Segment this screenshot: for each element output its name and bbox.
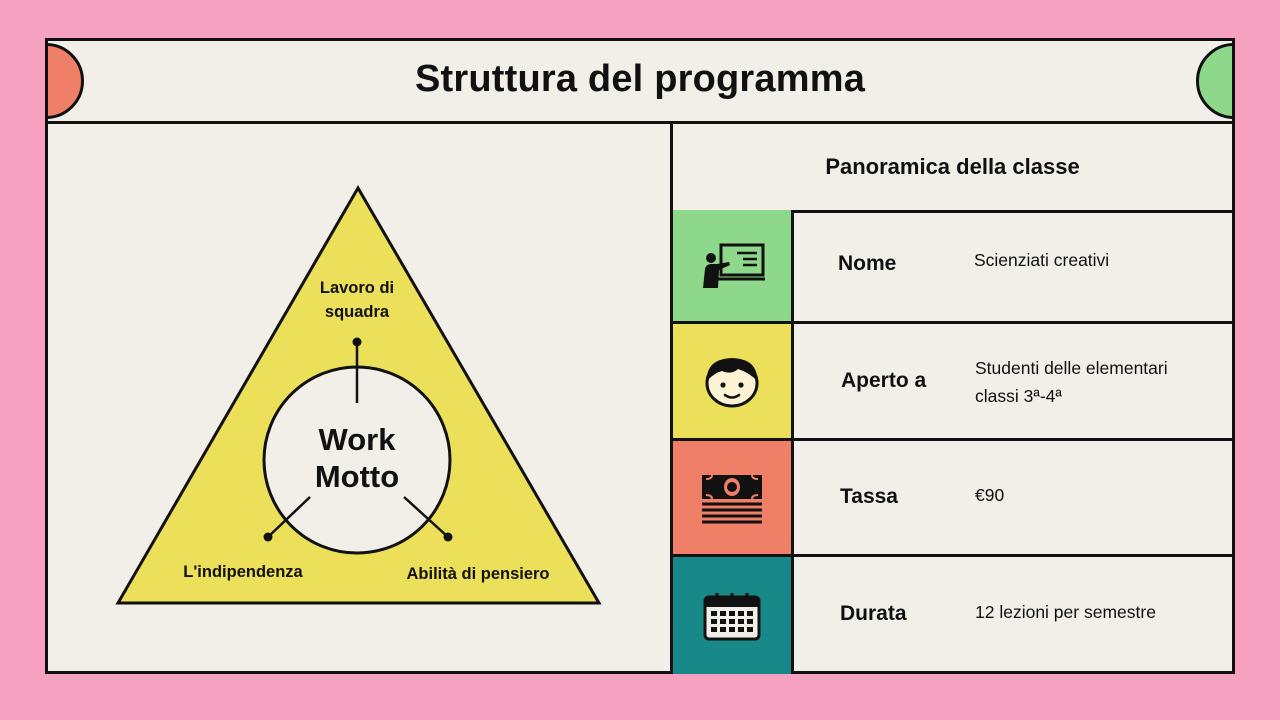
child-face-icon (705, 358, 759, 408)
name-value: Scienziati creativi (974, 250, 1110, 270)
open-to-label: Aperto a (841, 369, 927, 392)
icon-cell-yellow (673, 324, 794, 438)
overview-row-duration: Durata 12 lezioni per semestre (673, 557, 1232, 674)
overview-heading-text: Panoramica della classe (825, 154, 1080, 179)
right-connector-line (403, 496, 449, 538)
duration-value: 12 lezioni per semestre (975, 602, 1156, 622)
teamwork-label-line-2: squadra (325, 303, 390, 321)
overview-heading: Panoramica della classe (673, 124, 1232, 213)
motto-triangle-diagram: Work Motto Lavoro di squadra L'indipende… (115, 185, 602, 605)
duration-label: Durata (840, 602, 907, 625)
motto-line-1: Work (319, 422, 397, 457)
fee-value: €90 (975, 485, 1005, 505)
name-label: Nome (838, 252, 897, 275)
page-title: Struttura del programma (414, 58, 866, 100)
motto-diagram-panel: Work Motto Lavoro di squadra L'indipende… (48, 124, 673, 671)
overview-row-fee: Tassa €90 (673, 441, 1232, 557)
motto-line-2: Motto (315, 459, 399, 494)
teacher-board-icon (703, 243, 765, 288)
money-bills-icon (702, 474, 762, 523)
calendar-icon (703, 592, 761, 640)
overview-row-open-to: Aperto a Studenti delle elementari class… (673, 324, 1232, 441)
top-connector-dot (352, 337, 362, 347)
left-connector-dot (263, 532, 273, 542)
icon-cell-green (673, 210, 794, 321)
teamwork-label-line-1: Lavoro di (320, 279, 394, 297)
header-bar: Struttura del programma (48, 41, 1232, 124)
fee-label: Tassa (840, 485, 898, 508)
icon-cell-red (673, 441, 794, 554)
overview-row-name: Nome Scienziati creativi (673, 210, 1232, 324)
slide: Struttura del programma Work Motto Lavor… (45, 38, 1235, 674)
left-connector-line (267, 496, 311, 538)
icon-cell-teal (673, 557, 794, 674)
thinking-skills-label: Abilità di pensiero (406, 565, 549, 583)
independence-label: L'indipendenza (183, 563, 303, 581)
right-connector-dot (443, 532, 453, 542)
open-to-value: Studenti delle elementari classi 3ª-4ª (975, 358, 1168, 406)
class-overview-panel: Panoramica della classe Nome Scienziati … (673, 124, 1232, 674)
